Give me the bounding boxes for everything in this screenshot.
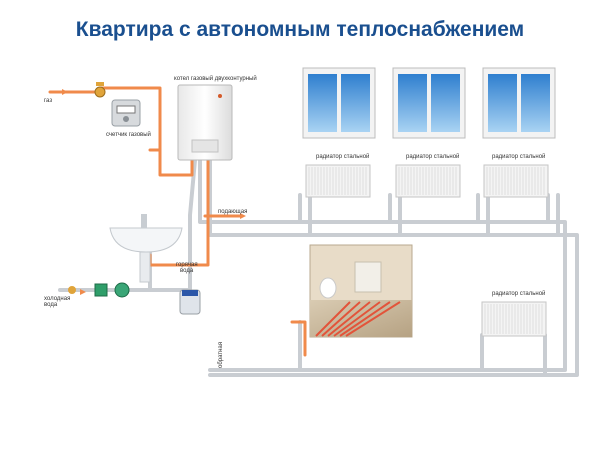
flow-arrows (62, 89, 246, 295)
window-3 (482, 67, 556, 139)
window-1 (302, 67, 376, 139)
boiler-label: котел газовый двухконтурный (174, 76, 257, 82)
radiator-3 (483, 164, 549, 198)
return-label: обратная (218, 342, 224, 368)
gas-label: газ (44, 98, 53, 104)
cold-water-label-1: холодная (44, 296, 71, 302)
radiator-2 (395, 164, 461, 198)
window-2 (392, 67, 466, 139)
cold-water-label-2: вода (44, 302, 58, 308)
water-fittings (68, 282, 201, 315)
radiator-3-label: радиатор стальной (492, 154, 546, 160)
gas-boiler (177, 84, 233, 161)
radiator-4 (481, 301, 547, 337)
hot-water-label-2: вода (180, 268, 194, 274)
page-title: Квартира с автономным теплоснабжением (75, 18, 525, 41)
sink (109, 214, 183, 283)
radiator-4-label: радиатор стальной (492, 291, 546, 297)
supply-label: подающая (218, 209, 248, 215)
radiator-1-label: радиатор стальной (316, 154, 370, 160)
gas-meter-label: счетчик газовый (106, 132, 151, 138)
hot-water-label-1: горячая (176, 262, 198, 268)
gas-meter (111, 99, 141, 127)
radiator-1 (305, 164, 371, 198)
gas-valve (94, 82, 106, 98)
bathroom-floor-heating (309, 244, 413, 338)
radiator-2-label: радиатор стальной (406, 154, 460, 160)
